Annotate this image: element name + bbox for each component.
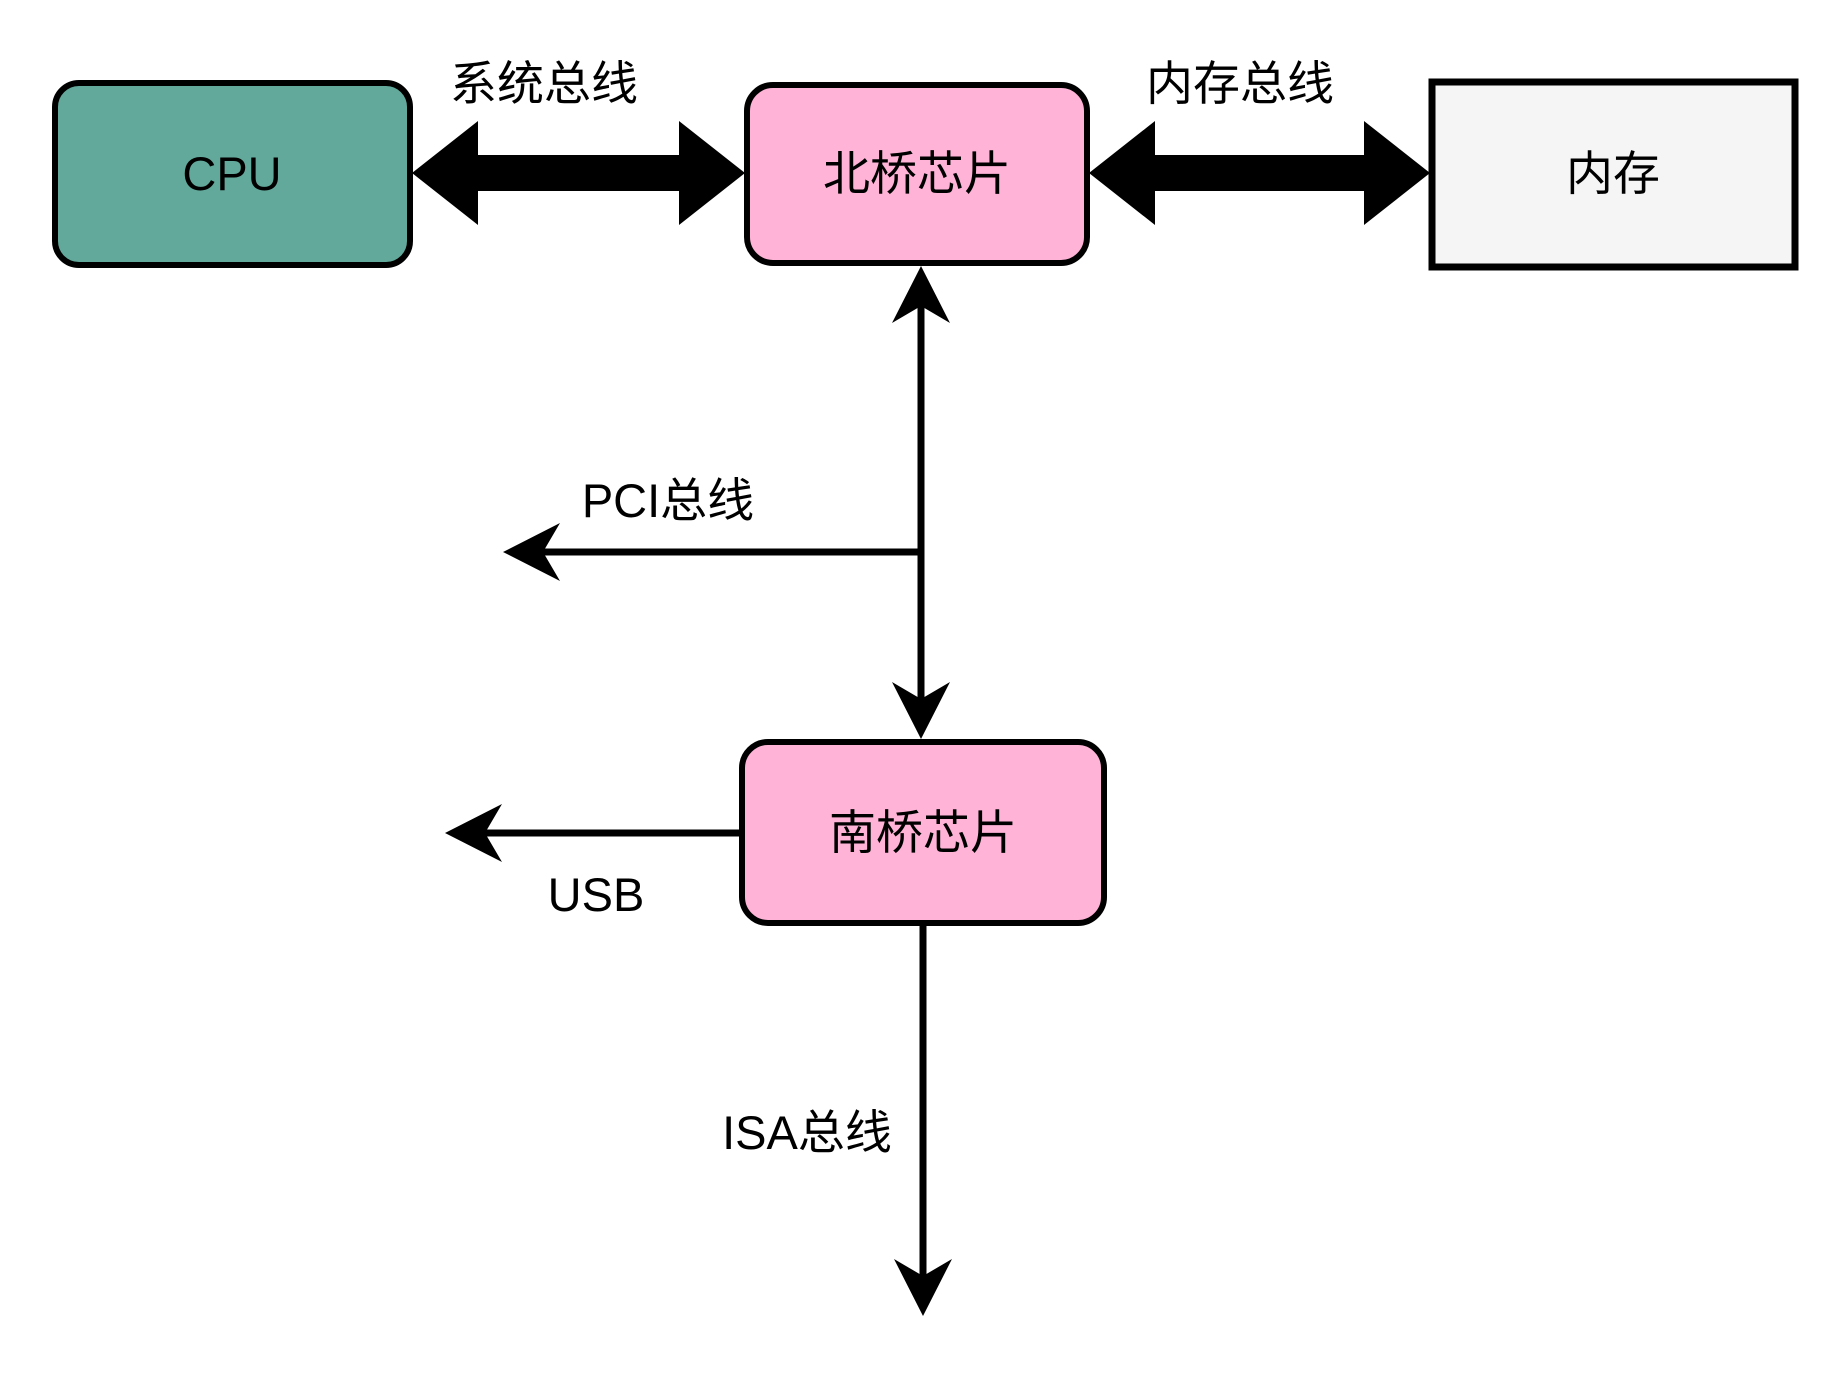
node-memory: 内存 xyxy=(1428,78,1799,271)
bridge-link-arrowhead-down xyxy=(892,682,950,739)
isa-bus-arrowhead-down xyxy=(894,1259,952,1316)
edge-bridge-link xyxy=(892,266,950,739)
pci-bus-arrowhead-left xyxy=(503,523,560,581)
southbridge-label: 南桥芯片 xyxy=(829,806,1017,859)
southbridge-box xyxy=(739,739,1107,926)
memory-bus-label: 内存总线 xyxy=(1146,57,1334,110)
memory-label: 内存 xyxy=(1566,147,1660,200)
edge-pci-bus: PCI总线 xyxy=(503,474,921,581)
usb-label: USB xyxy=(548,868,645,921)
bridge-link-arrowhead-up xyxy=(892,266,950,323)
usb-arrowhead-left xyxy=(445,804,502,862)
memory-bus-double-arrow xyxy=(1089,121,1430,225)
edge-isa-bus: ISA总线 xyxy=(722,923,952,1316)
isa-bus-label: ISA总线 xyxy=(722,1106,892,1159)
cpu-box xyxy=(52,80,413,268)
northbridge-label: 北桥芯片 xyxy=(823,147,1011,200)
system-bus-double-arrow xyxy=(412,121,745,225)
node-southbridge: 南桥芯片 xyxy=(739,739,1107,926)
node-northbridge: 北桥芯片 xyxy=(744,82,1090,266)
pci-bus-label: PCI总线 xyxy=(582,474,754,527)
edge-memory-bus: 内存总线 xyxy=(1089,57,1430,225)
edge-usb: USB xyxy=(445,804,742,921)
memory-box xyxy=(1428,78,1799,271)
node-cpu: CPU xyxy=(52,80,413,268)
edge-system-bus: 系统总线 xyxy=(412,57,745,225)
cpu-label: CPU xyxy=(182,147,281,200)
system-bus-label: 系统总线 xyxy=(450,57,638,110)
northbridge-box xyxy=(744,82,1090,266)
